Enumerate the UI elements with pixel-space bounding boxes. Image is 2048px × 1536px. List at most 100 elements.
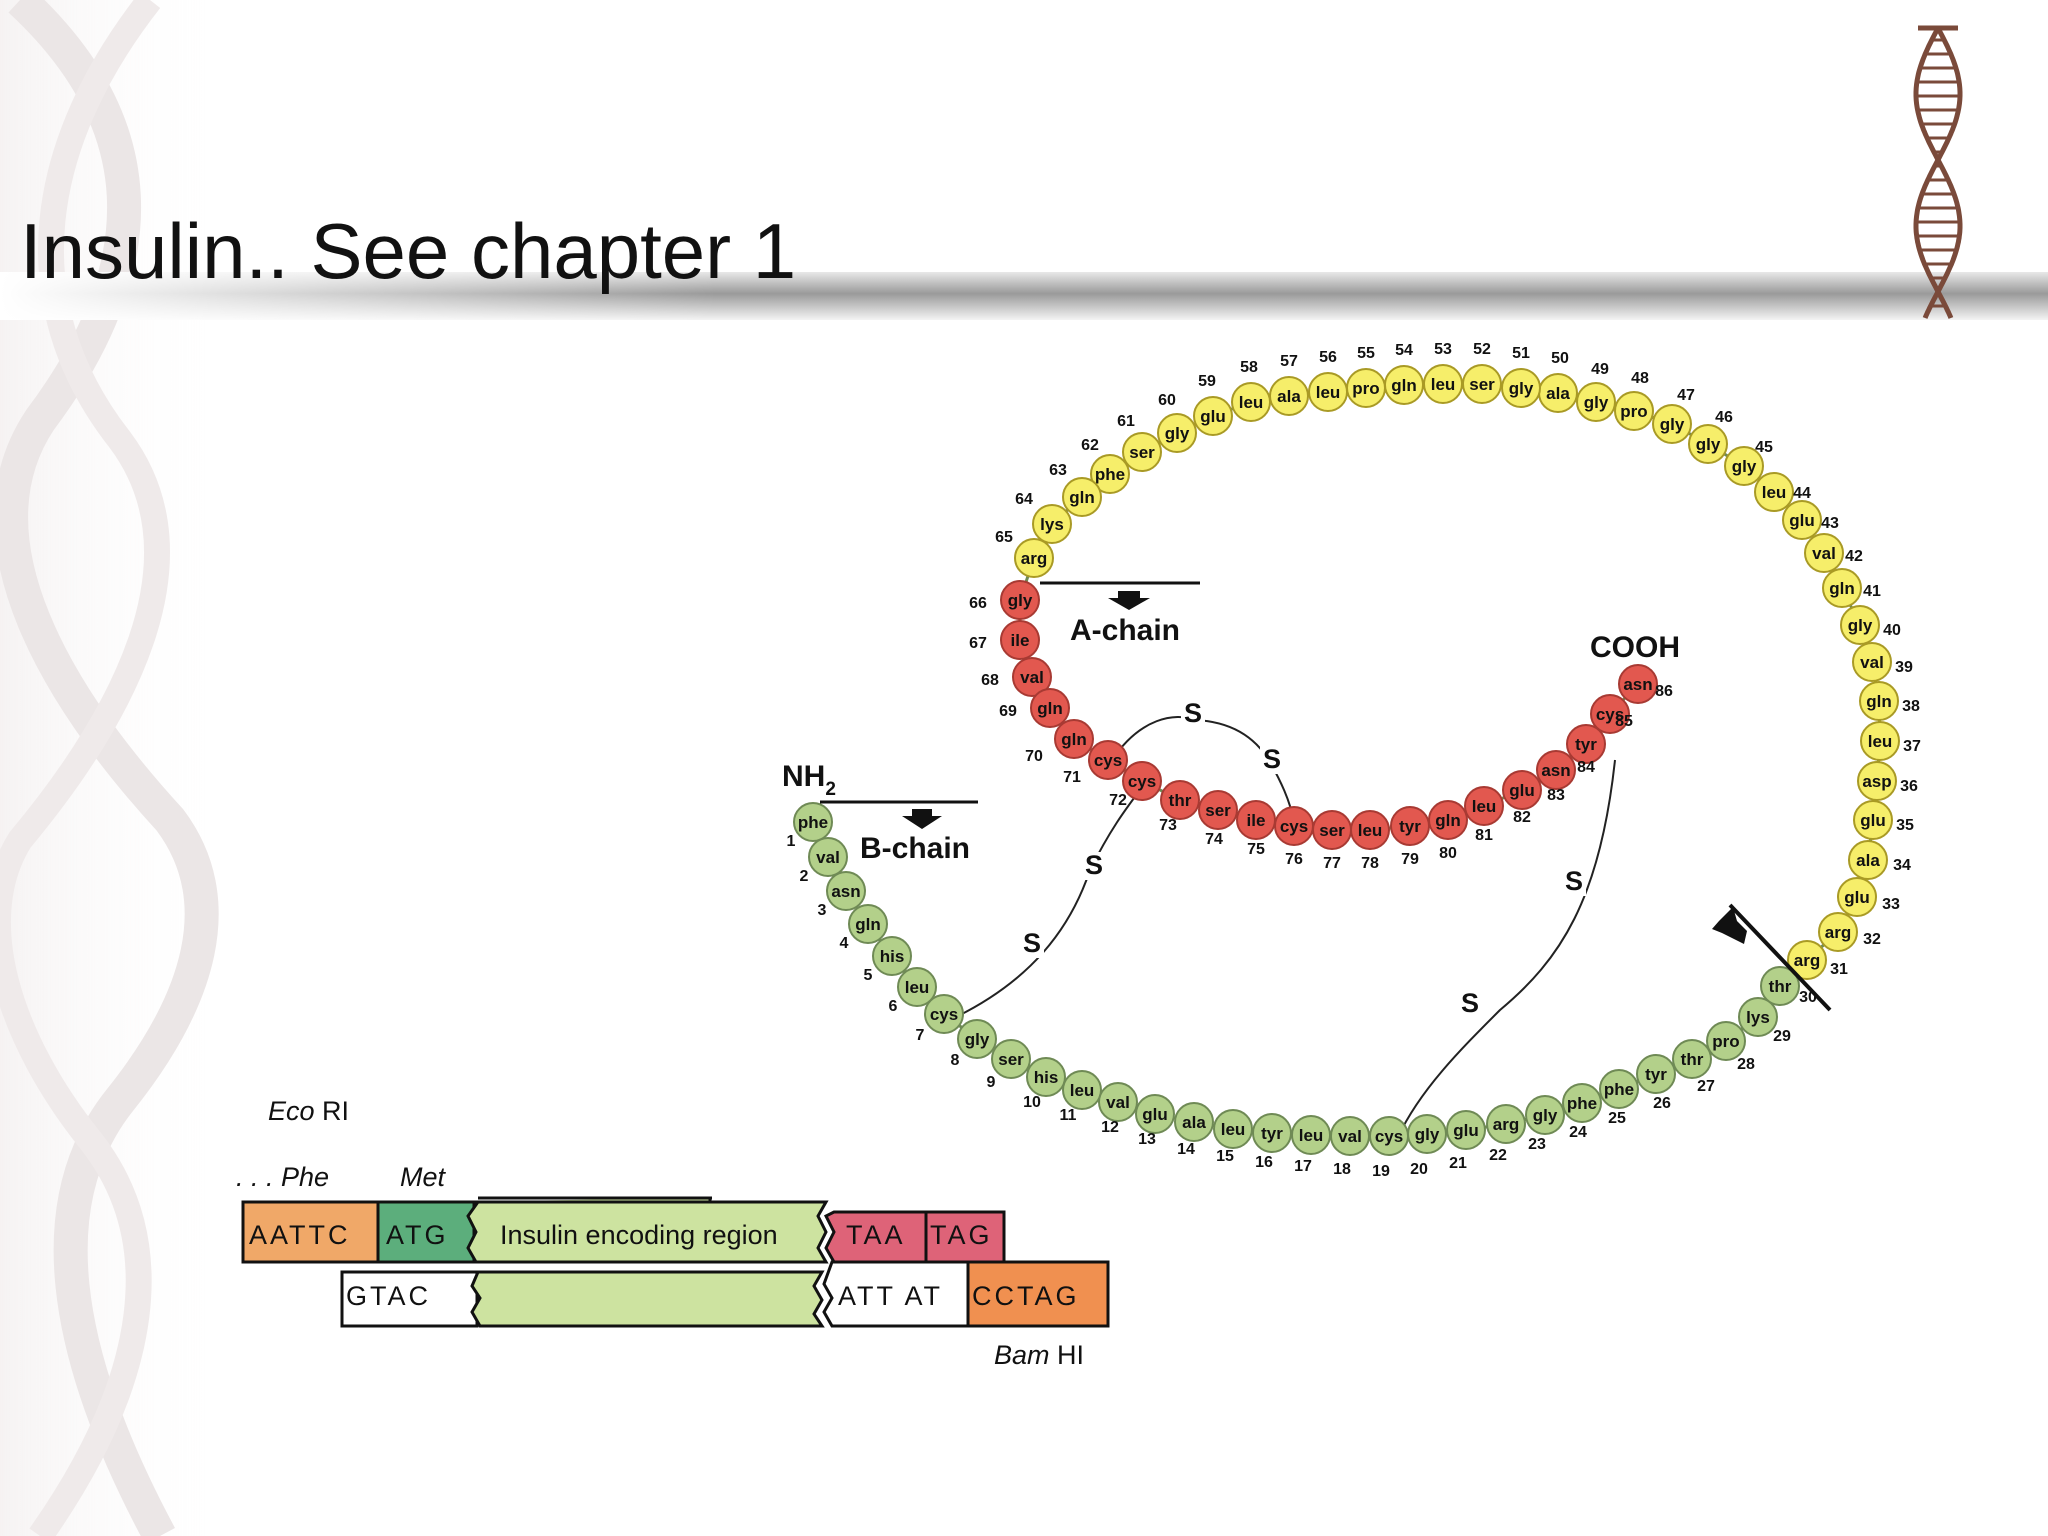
residue-bead <box>826 871 866 911</box>
residue-bead <box>1486 1104 1526 1144</box>
residue-name: gly <box>1165 424 1190 443</box>
residue-bead <box>1782 500 1822 540</box>
residue-bead <box>848 904 888 944</box>
gtac-box <box>340 1270 479 1328</box>
residue-name: cys <box>930 1005 958 1024</box>
sulfur-label-bg <box>1562 868 1586 896</box>
residue-number: 74 <box>1205 831 1223 848</box>
residue-number: 22 <box>1489 1147 1507 1164</box>
gtac-sequence: GTAC <box>346 1281 431 1311</box>
residue-bead <box>1652 404 1692 444</box>
sulfur-label: S <box>1263 744 1281 774</box>
residue-number: 41 <box>1863 583 1881 600</box>
residue-number: 45 <box>1755 439 1773 456</box>
residue-name: gln <box>1037 699 1063 718</box>
residue-bead <box>1350 810 1390 850</box>
residue-name: arg <box>1021 549 1047 568</box>
cooh-terminus-label: COOH <box>1590 631 1680 664</box>
residue-name: glu <box>1200 407 1226 426</box>
residue-name: thr <box>1769 977 1792 996</box>
residue-name: gly <box>1008 591 1033 610</box>
residue-name: glu <box>1789 511 1815 530</box>
residue-number: 9 <box>987 1074 996 1091</box>
insulin-region-label: Insulin encoding region <box>500 1220 778 1250</box>
residue-number: 81 <box>1475 827 1493 844</box>
residue-bead <box>1599 1069 1639 1109</box>
residue-bead <box>1837 877 1877 917</box>
residue-bead <box>1012 657 1052 697</box>
residue-bead <box>1636 1054 1676 1094</box>
residue-number: 15 <box>1216 1148 1234 1165</box>
residue-bead <box>1014 538 1054 578</box>
residue-number: 14 <box>1177 1141 1195 1158</box>
residue-name: phe <box>798 813 828 832</box>
residue-bead <box>1760 966 1800 1006</box>
residue-number: 60 <box>1158 392 1176 409</box>
cleavage-arrow-icon <box>1712 907 1747 944</box>
residue-number: 34 <box>1893 857 1911 874</box>
residue-number: 64 <box>1015 491 1033 508</box>
eco-sequence: AATTC <box>249 1220 351 1250</box>
residue-name: ile <box>1011 631 1030 650</box>
residue-number: 35 <box>1896 817 1914 834</box>
residue-name: leu <box>905 978 930 997</box>
residue-name: cys <box>1280 817 1308 836</box>
residue-number: 57 <box>1280 353 1298 370</box>
sulfur-label: S <box>1184 698 1202 728</box>
residue-name: phe <box>1095 465 1125 484</box>
residue-bead <box>1062 477 1102 517</box>
residue-number: 83 <box>1547 787 1565 804</box>
disulfide-bonds <box>957 716 1616 1138</box>
residue-name: glu <box>1509 781 1535 800</box>
residue-number: 21 <box>1449 1155 1467 1172</box>
residue-name: pro <box>1352 379 1379 398</box>
sulfur-label-bg <box>1181 700 1205 728</box>
residue-bead <box>1576 382 1616 422</box>
slide-title: Insulin.. See chapter 1 <box>20 207 797 295</box>
residue-bead <box>1026 1057 1066 1097</box>
sulfur-label: S <box>1023 928 1041 958</box>
residue-bead <box>1428 800 1468 840</box>
residue-name: arg <box>1493 1115 1519 1134</box>
residue-bead <box>1193 396 1233 436</box>
residue-number: 42 <box>1845 548 1863 565</box>
residue-number: 61 <box>1117 413 1135 430</box>
residue-number: 59 <box>1198 373 1216 390</box>
residue-name: leu <box>1239 393 1264 412</box>
residue-name: leu <box>1868 732 1893 751</box>
residue-number: 71 <box>1063 769 1081 786</box>
residue-number: 28 <box>1737 1056 1755 1073</box>
residue-name: gln <box>1435 811 1461 830</box>
residue-bead <box>1252 1113 1292 1153</box>
residue-bead <box>1464 786 1504 826</box>
residue-name: leu <box>1431 375 1456 394</box>
residue-bead <box>1122 761 1162 801</box>
insulin-region-top <box>466 1197 829 1264</box>
residue-number: 40 <box>1883 622 1901 639</box>
residue-bead <box>1706 1021 1746 1061</box>
residue-name: arg <box>1825 923 1851 942</box>
residue-number: 43 <box>1821 515 1839 532</box>
residue-bead <box>1157 413 1197 453</box>
residue-number: 73 <box>1159 817 1177 834</box>
